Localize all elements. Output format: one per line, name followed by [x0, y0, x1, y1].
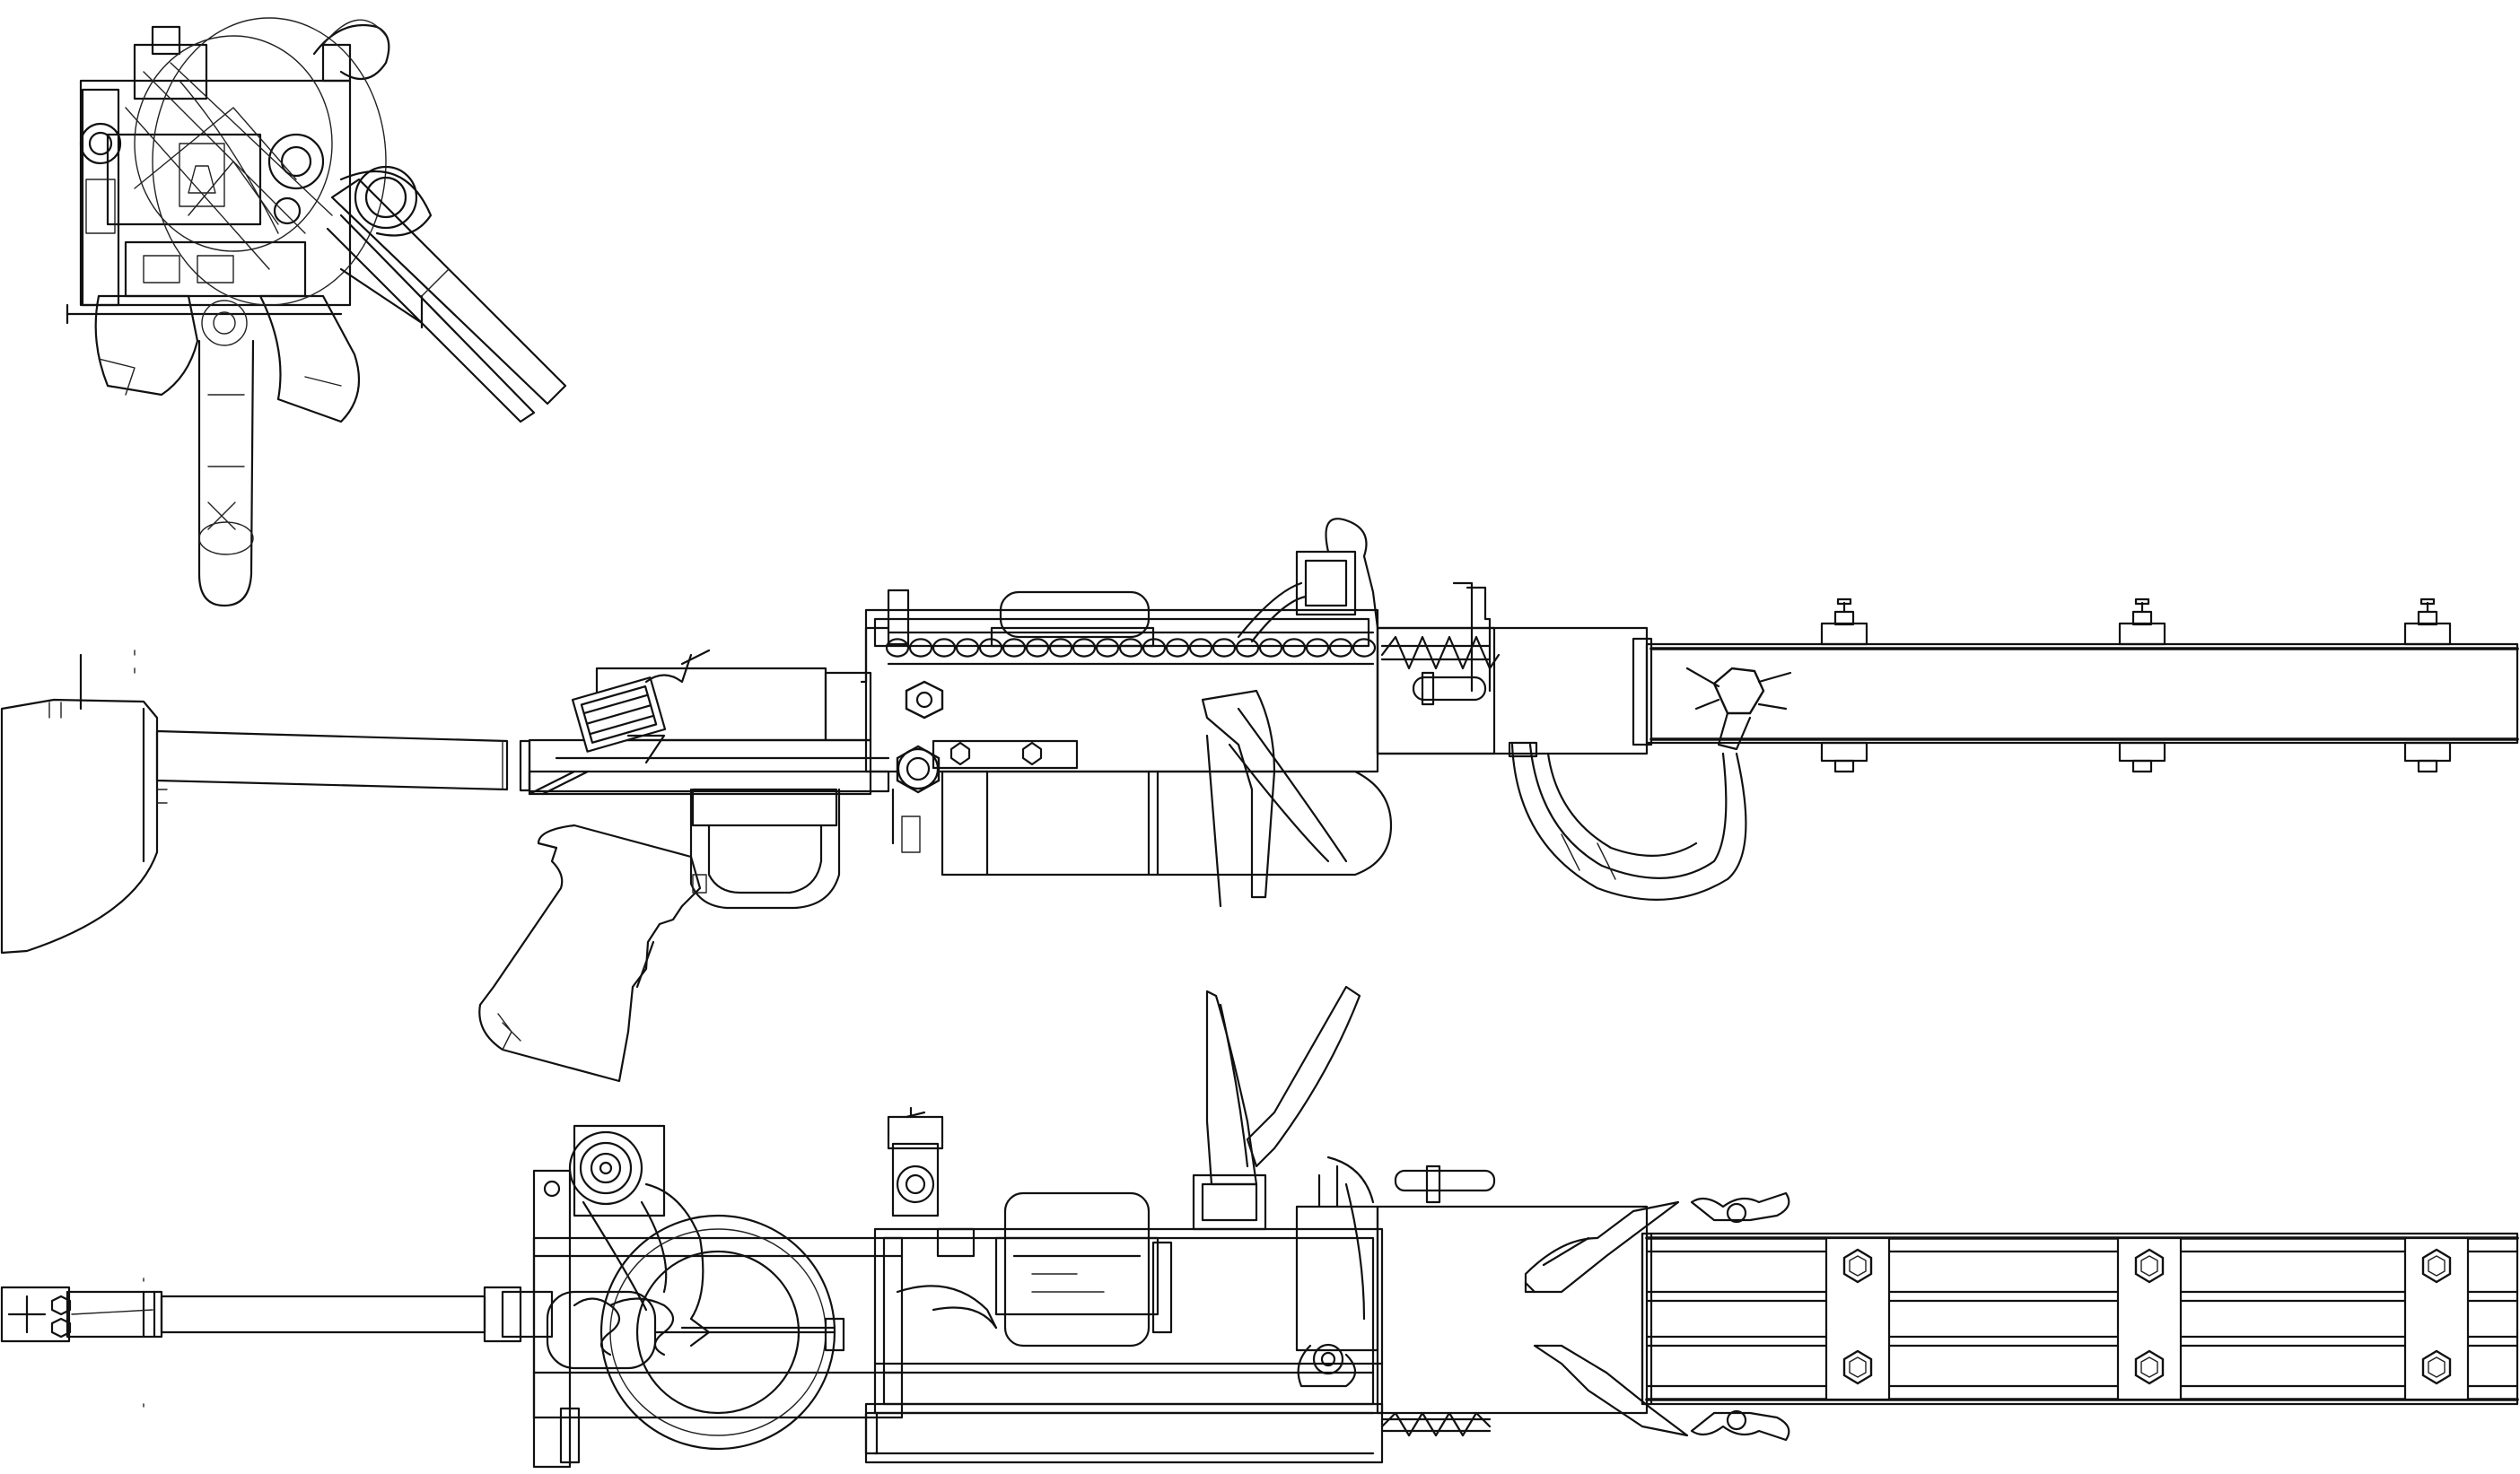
- spring-link: [1352, 638, 1377, 658]
- side-view-pistol-grip: [478, 824, 702, 1083]
- side-view-return-spring: [1380, 635, 1501, 670]
- side-view: [0, 518, 2519, 1083]
- side-view-cocking-lever: [1201, 689, 1276, 899]
- spring-link: [1025, 638, 1050, 658]
- top-view-rail-plate-3: [2403, 1236, 2470, 1401]
- spring-link: [1258, 638, 1283, 658]
- side-view-trigger-guard: [689, 788, 841, 910]
- front-view-cable-loop: [312, 23, 390, 81]
- top-view-rail: [1641, 1232, 2519, 1406]
- front-view-left-lobe: [94, 294, 199, 397]
- top-view-muzzle: [0, 1286, 163, 1343]
- top-view-upper-wing-nut: [1690, 1191, 1790, 1224]
- side-view-top-bolt-2: [2118, 597, 2166, 646]
- top-view-rail-plate-2: [2116, 1236, 2183, 1401]
- top-view-rail-plate-1: [1824, 1236, 1891, 1401]
- spring-link: [1142, 638, 1167, 658]
- spring-link: [908, 638, 933, 658]
- spring-link: [932, 638, 957, 658]
- side-view-bottom-bolt-2: [2118, 741, 2166, 773]
- spring-link: [1165, 638, 1190, 658]
- spring-link: [1235, 638, 1260, 658]
- side-view-regulator: [1295, 550, 1357, 616]
- side-view-bottom-bolt-3: [2403, 741, 2452, 773]
- side-view-wing-nut: [1685, 667, 1792, 751]
- spring-link: [955, 638, 980, 658]
- side-view-motor-housing: [999, 590, 1151, 639]
- side-view-air-tank: [941, 770, 1393, 877]
- top-view-cartridge: [1394, 1169, 1496, 1192]
- spring-link: [1282, 638, 1307, 658]
- top-view-barrel: [160, 1295, 486, 1334]
- spring-link: [1095, 638, 1120, 658]
- spring-link: [1118, 638, 1143, 658]
- front-view-diagonal-rail: [330, 178, 567, 406]
- top-view-return-spring: [1380, 1411, 1492, 1437]
- side-view-top-bolt-1: [1820, 597, 1868, 646]
- top-view-valve: [891, 1142, 940, 1217]
- side-view-stock-tube: [155, 729, 509, 791]
- top-view-cocking-lever: [1192, 985, 1361, 1231]
- spring-link: [1048, 638, 1073, 658]
- side-view-sight: [571, 676, 667, 753]
- side-view-hex-nut-upper: [905, 680, 944, 720]
- spring-link: [1212, 638, 1237, 658]
- front-view-receiver: [79, 79, 352, 307]
- side-view-receiver-rail: [528, 738, 872, 796]
- side-view-barrel: [1645, 642, 2519, 745]
- side-view-top-bolt-3: [2403, 597, 2452, 646]
- top-view: [0, 985, 2519, 1469]
- top-view-motor: [1003, 1191, 1151, 1348]
- top-view-cable-reel: [568, 1124, 704, 1321]
- spring-link: [1002, 638, 1027, 658]
- front-view-right-lobe: [258, 294, 361, 423]
- top-view-barrel-block: [1376, 1205, 1649, 1415]
- front-view: [66, 17, 567, 607]
- top-view-upper-jaw: [1524, 1200, 1680, 1294]
- side-view-butt-stock: [0, 698, 159, 955]
- spring-link: [885, 638, 910, 658]
- spring-link: [1305, 638, 1330, 658]
- spring-link: [1072, 638, 1097, 658]
- front-view-grip: [197, 339, 255, 607]
- top-view-lower-wing-nut: [1690, 1409, 1790, 1442]
- side-view-spring-chain: [885, 631, 1377, 666]
- side-view-bottom-bolt-1: [1820, 741, 1868, 773]
- spring-link: [1328, 638, 1353, 658]
- top-view-lower-jaw: [1533, 1344, 1689, 1437]
- side-view-curved-magazine: [1510, 743, 1747, 901]
- spring-link: [978, 638, 1003, 658]
- spring-link: [1188, 638, 1213, 658]
